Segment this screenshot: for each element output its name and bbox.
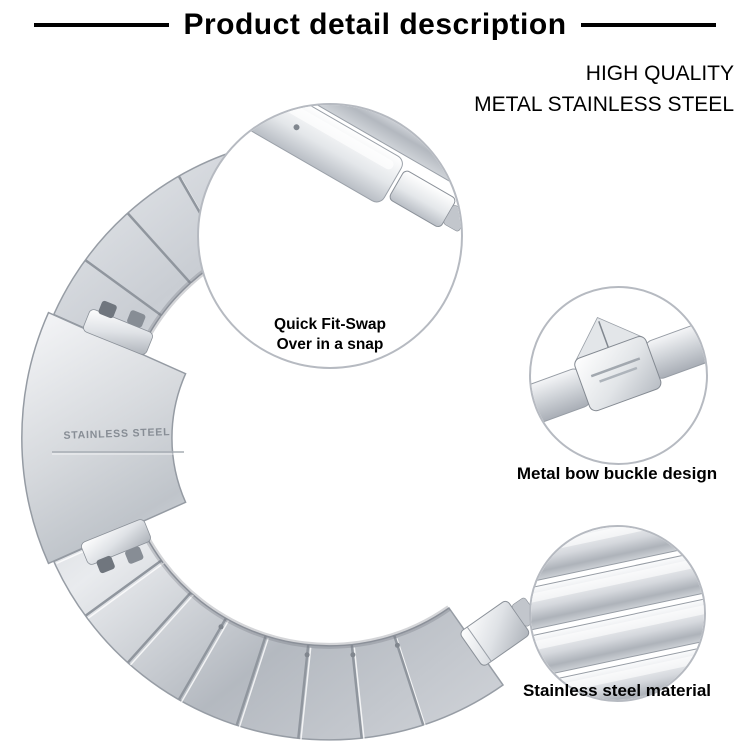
material-caption: Stainless steel material bbox=[522, 681, 712, 700]
callout-circle-material bbox=[529, 525, 706, 702]
band-clasp: STAINLESS STEEL bbox=[21, 311, 187, 565]
quick-fit-caption: Quick Fit-Swap Over in a snap bbox=[199, 315, 461, 355]
buckle-caption: Metal bow buckle design bbox=[516, 464, 718, 483]
tagline-line-1: HIGH QUALITY bbox=[585, 62, 734, 85]
clasp-hinge-top bbox=[83, 300, 153, 355]
title-rule-right bbox=[580, 23, 716, 27]
clasp-engraving: STAINLESS STEEL bbox=[63, 426, 170, 442]
callout-circle-quick-fit: Quick Fit-Swap Over in a snap bbox=[197, 103, 463, 369]
band-screw-pins bbox=[218, 624, 400, 658]
tagline-line-2: METAL STAINLESS STEEL bbox=[474, 93, 734, 116]
clasp-hinge-bottom bbox=[81, 519, 151, 574]
callout-circle-buckle bbox=[529, 286, 708, 465]
tagline: HIGH QUALITY METAL STAINLESS STEEL bbox=[474, 58, 734, 120]
quick-fit-caption-line-2: Over in a snap bbox=[276, 336, 384, 353]
page-title: Product detail description bbox=[183, 8, 567, 41]
title-rule-left bbox=[34, 23, 170, 27]
quick-fit-caption-line-1: Quick Fit-Swap bbox=[274, 316, 386, 333]
quick-fit-detail-illustration bbox=[199, 105, 461, 232]
buckle-detail-illustration bbox=[531, 315, 706, 432]
header: Product detail description bbox=[0, 8, 750, 42]
material-detail-illustration bbox=[531, 527, 704, 700]
